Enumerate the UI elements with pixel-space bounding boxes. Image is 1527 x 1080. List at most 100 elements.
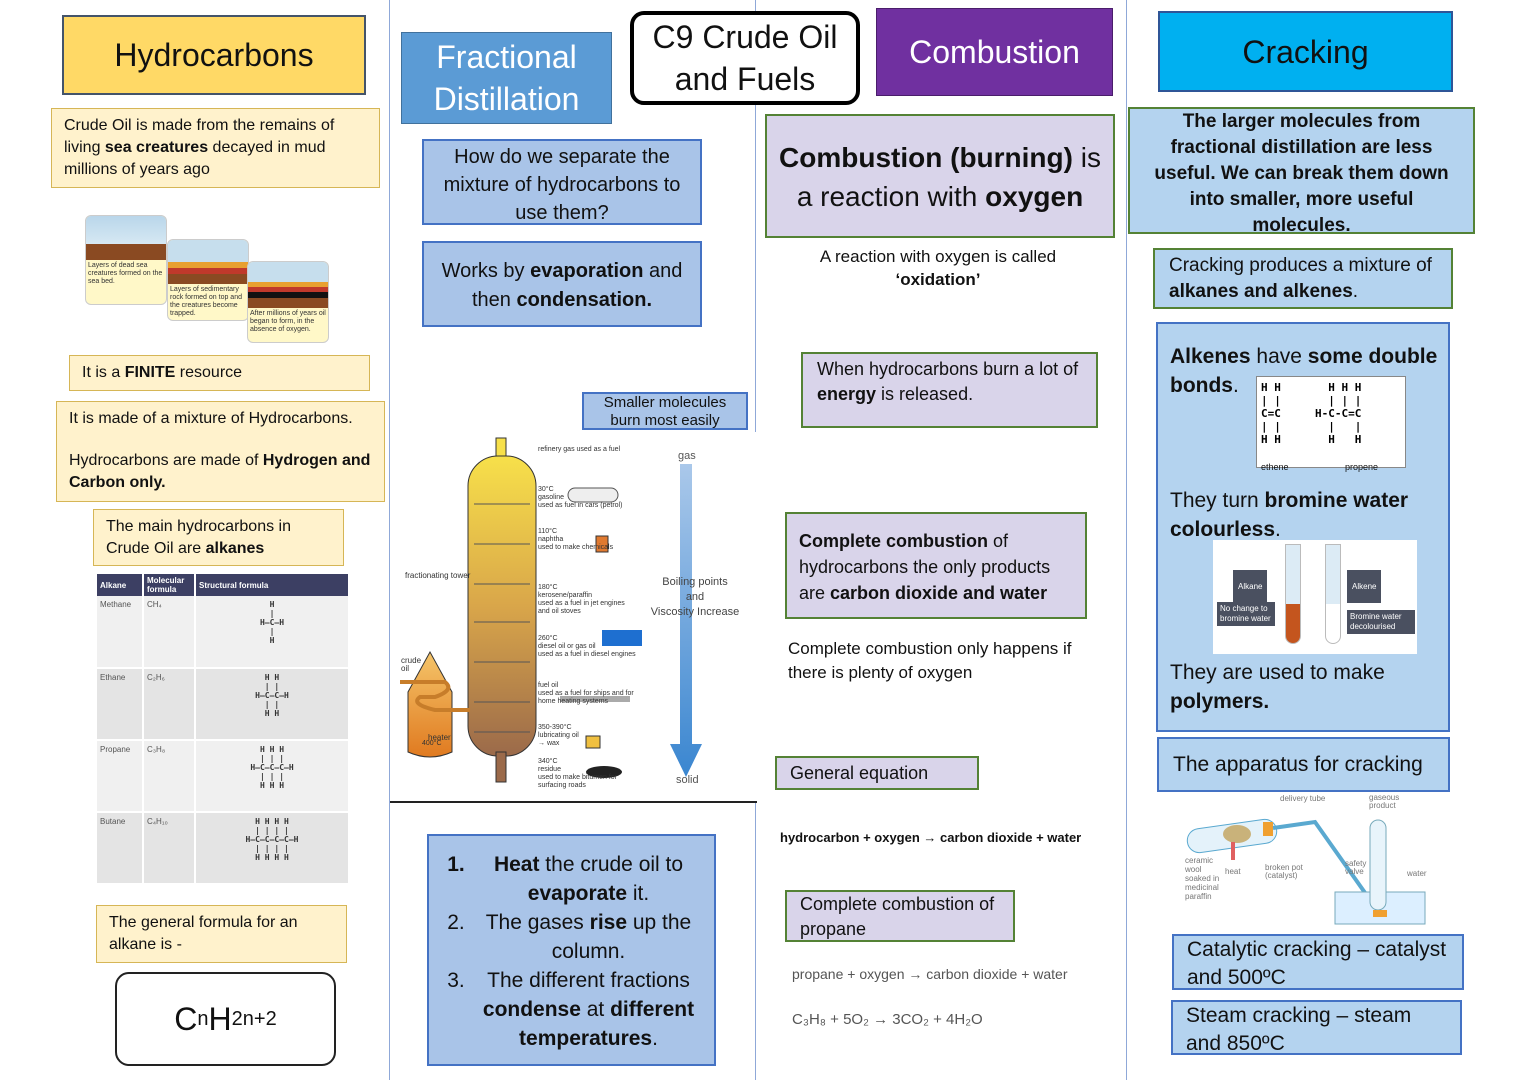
text: It is a xyxy=(82,364,125,381)
text: It is made of a mixture of Hydrocarbons. xyxy=(69,410,353,427)
gaseous-product-label: gaseous product xyxy=(1369,793,1400,810)
text: 2n+2 xyxy=(231,1007,277,1030)
molecular-formula: C₄H₁₀ xyxy=(143,812,196,885)
text: n xyxy=(197,1007,209,1030)
tower-label: fractionating tower xyxy=(405,571,471,580)
structural-formula: H | H—C—H | H xyxy=(195,596,350,669)
stage-caption: After millions of years oil began to for… xyxy=(250,310,326,333)
general-equation: hydrocarbon + oxygen → carbon dioxide + … xyxy=(780,830,1082,845)
text: The main hydrocarbons in Crude Oil are xyxy=(106,518,291,557)
text: sea creatures xyxy=(104,139,209,156)
complete-combustion-box: Complete combustion of hydrocarbons the … xyxy=(785,512,1087,619)
text: different temperatures xyxy=(519,998,695,1050)
fraction-name: kerosene/paraffin xyxy=(538,592,592,599)
combustion-title: Combustion xyxy=(876,8,1113,96)
oxidation-text: A reaction with oxygen is called ‘oxidati… xyxy=(780,245,1096,291)
combustion-definition-box: Combustion (burning) is a reaction with … xyxy=(765,114,1115,238)
energy-box: When hydrocarbons burn a lot of energy i… xyxy=(801,352,1098,428)
text: is a reaction with xyxy=(796,142,1101,212)
main-hydrocarbons-box: The main hydrocarbons in Crude Oil are a… xyxy=(93,509,344,566)
text: When hydrocarbons burn a lot of xyxy=(817,359,1079,379)
smaller-molecules-box: Smaller molecules burn most easily xyxy=(582,392,748,430)
cracking-produces-box: Cracking produces a mixture of alkanes a… xyxy=(1153,248,1453,309)
text: energy xyxy=(817,384,877,404)
text: is released. xyxy=(876,384,974,404)
delivery-tube-label: delivery tube xyxy=(1280,794,1326,803)
fraction-name: refinery gas used as a fuel xyxy=(538,446,621,453)
apparatus-drawing xyxy=(1186,818,1426,925)
text: it. xyxy=(627,882,650,905)
propane-label: Complete combustion of propane xyxy=(785,890,1015,942)
text: The different fractions xyxy=(487,969,690,992)
fraction-temp: 350-390°C xyxy=(538,724,572,731)
distillation-steps-box: 1.Heat the crude oil to evaporate it.2.T… xyxy=(427,834,716,1066)
bromine-water-image: Alkane Alkene No change to bromine water… xyxy=(1213,540,1417,654)
fraction-use: used as a fuel for ships and for home he… xyxy=(538,690,634,705)
tower-drawing xyxy=(400,437,702,783)
heater-temp: 400°C xyxy=(422,740,442,747)
structure: H H | | H—C—C—H | | H H xyxy=(255,673,289,718)
fraction-name: gasoline xyxy=(538,494,565,501)
text: Boiling points xyxy=(662,576,728,588)
stage-1-panel: Layers of dead sea creatures formed on t… xyxy=(85,215,167,305)
stage-3-panel: After millions of years oil began to for… xyxy=(247,261,329,343)
fraction-temp: 30°C xyxy=(538,486,554,493)
page-title: C9 Crude Oil and Fuels xyxy=(630,11,860,105)
column-divider xyxy=(389,0,390,1080)
text: condense xyxy=(482,998,581,1021)
ethene-label: ethene xyxy=(1261,462,1289,472)
text: ‘oxidation’ xyxy=(895,270,981,289)
step-number: 3. xyxy=(447,969,465,992)
safety-valve-label: safety valve xyxy=(1345,859,1367,876)
alkenes-box: Alkenes Alkenes have some double bonds. … xyxy=(1156,322,1450,732)
text: evaporation xyxy=(530,260,644,282)
text: Works by xyxy=(441,260,531,282)
fraction-name: residue xyxy=(538,766,561,773)
text: and xyxy=(685,591,705,603)
fraction-name: naphtha xyxy=(538,536,564,543)
text: some double bonds xyxy=(1170,345,1438,397)
alkene-label: Alkene xyxy=(1347,570,1382,603)
fraction-label: refinery gas used as a fuel xyxy=(538,446,638,454)
text: . xyxy=(1233,374,1239,397)
fraction-use: used to make bitumen for surfacing roads xyxy=(538,774,617,789)
catalytic-cracking-box: Catalytic cracking – catalyst and 500ºC xyxy=(1172,934,1464,990)
alkane-name: Methane xyxy=(97,596,144,669)
catalyst-label: broken pot (catalyst) xyxy=(1265,863,1303,880)
step-number: 1. xyxy=(447,853,465,876)
text: A reaction with oxygen is called xyxy=(819,247,1057,266)
text: of hydrocarbons the only products are xyxy=(799,531,1051,603)
text: . xyxy=(1352,281,1359,302)
propene-label: propene xyxy=(1345,462,1379,472)
propene-structure: H H H | | | H-C-C=C | | H H xyxy=(1315,381,1362,446)
molecular-formula: C₃H₈ xyxy=(143,740,196,813)
text: Combustion (burning) xyxy=(779,142,1073,173)
text: bromine water colourless xyxy=(1170,489,1409,541)
apparatus-label: The apparatus for cracking xyxy=(1157,737,1450,792)
text: the crude oil to xyxy=(539,853,684,876)
text: Viscosity Increase xyxy=(650,606,740,618)
column-divider xyxy=(1126,0,1127,1080)
text: Hydrogen and Carbon only. xyxy=(69,452,371,491)
general-formula-box: The general formula for an alkane is - xyxy=(96,905,347,963)
finite-box: It is a FINITE resource xyxy=(69,355,370,391)
col-header: Alkane xyxy=(97,574,144,596)
cracking-intro-box: The larger molecules from fractional dis… xyxy=(1128,107,1475,236)
trend-arrow xyxy=(670,464,702,777)
propane-symbol-equation: C₃H₈ + 5O₂ → 3CO₂ + 4H₂O xyxy=(792,1011,983,1028)
ceramic-wool-label: ceramic wool soaked in medicinal paraffi… xyxy=(1185,856,1220,901)
general-equation-label: General equation xyxy=(775,756,979,790)
water-label: water xyxy=(1407,869,1427,878)
text: have xyxy=(1256,345,1308,368)
text: up the column. xyxy=(551,911,692,963)
text: and then xyxy=(471,260,683,311)
alkane-table: Alkane Molecular formula Structural form… xyxy=(97,574,350,888)
text: rise xyxy=(589,911,628,934)
alkane-name: Ethane xyxy=(97,668,144,741)
